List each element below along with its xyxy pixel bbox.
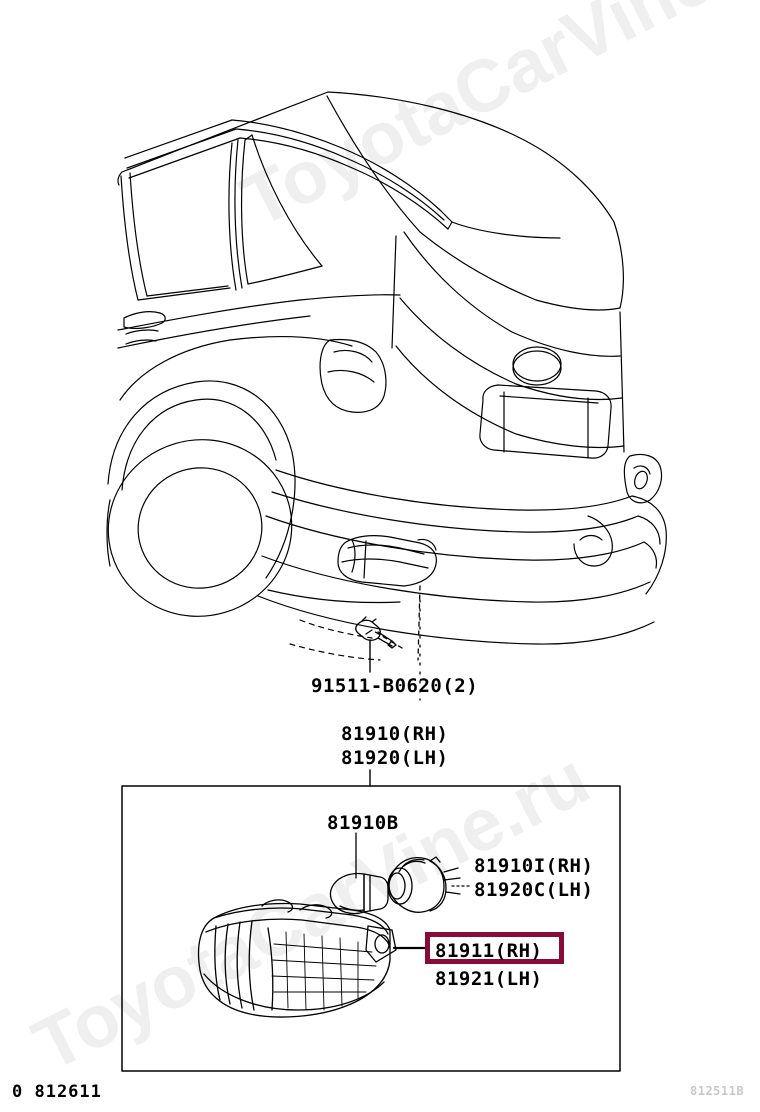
part-label-bulb: 81910B bbox=[327, 812, 399, 834]
lamp-lens-icon bbox=[197, 899, 397, 1018]
vehicle-reflector-lamp bbox=[337, 535, 437, 587]
part-label-lens-lh: 81921(LH) bbox=[435, 968, 543, 990]
part-label-socket-rh: 81910I(RH) bbox=[474, 855, 594, 877]
footer-left-code: 0 812611 bbox=[12, 1082, 102, 1102]
part-label-bolt: 91511-B0620(2) bbox=[311, 675, 479, 697]
part-label-assembly-rh: 81910(RH) bbox=[341, 723, 449, 745]
bolt-icon bbox=[355, 616, 397, 649]
part-label-assembly-lh: 81920(LH) bbox=[341, 747, 449, 769]
part-label-lens-rh: 81911(RH) bbox=[435, 940, 543, 962]
highlighted-part-box bbox=[425, 932, 564, 964]
inset-contents bbox=[197, 832, 471, 1018]
bulb-icon bbox=[329, 872, 389, 915]
part-label-socket-lh: 81920C(LH) bbox=[474, 879, 594, 901]
leader-lines-upper bbox=[369, 585, 421, 787]
vehicle-illustration bbox=[106, 91, 667, 661]
footer-right-code: 812511B bbox=[690, 1084, 745, 1098]
inset-detail-box bbox=[121, 785, 621, 1072]
socket-icon bbox=[387, 856, 461, 913]
